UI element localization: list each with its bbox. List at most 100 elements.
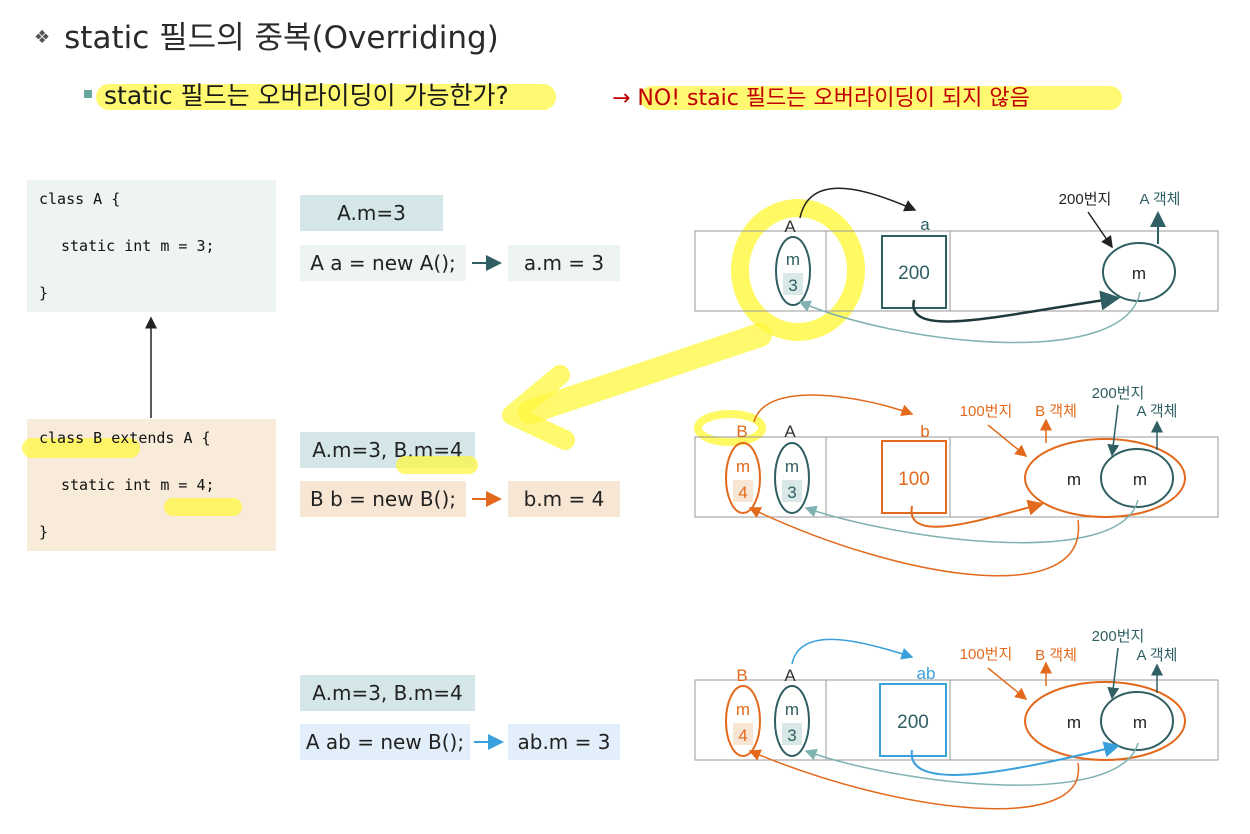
d3-val-a-bg: [782, 723, 802, 745]
d2-val-b-bg: [733, 480, 753, 502]
d3-ref-addr: 200: [897, 712, 929, 733]
code-class-a: class A { static int m = 3; }: [27, 180, 276, 312]
d3-obj-b-label: B 객체: [1035, 647, 1077, 664]
d3-arrow-ref-to-obj: [910, 741, 1120, 776]
d3-addr-a-pointer: [1107, 647, 1120, 700]
row3-result: ab.m = 3: [508, 724, 620, 760]
title-bullet: ❖: [34, 27, 51, 48]
highlight-bm4: [396, 456, 478, 474]
question-text: static 필드는 오버라이딩이 가능한가?: [104, 81, 509, 110]
d2-object-b: [1024, 438, 1186, 518]
row3-statement: A ab = new B();: [300, 724, 470, 760]
d2-arrow-to-ref: [753, 394, 914, 423]
d3-arrow-to-ref: [791, 638, 914, 665]
row3-static-values: A.m=3, B.m=4: [300, 675, 475, 711]
d2-obj-b-label: B 객체: [1035, 403, 1077, 420]
memory-bar-2: [694, 436, 1219, 518]
d1-val-a: 3: [788, 276, 797, 295]
highlight-m4: [164, 498, 242, 516]
d3-obj-a-field: m: [1133, 713, 1147, 732]
d3-val-b: 4: [738, 726, 747, 745]
d3-var-m-a: m: [785, 700, 799, 719]
d2-ref-label: b: [920, 422, 929, 441]
memory-bar-3: [694, 679, 1219, 761]
d1-arrow-ref-to-obj: [912, 290, 1121, 323]
d3-object-a: [1100, 691, 1174, 751]
d3-static-a-ellipse: [774, 685, 810, 757]
d2-obj-b-field: m: [1067, 470, 1081, 489]
d2-static-a-ellipse: [774, 442, 810, 514]
diagram-1: A m 3 a 200 200번지 A 객체 m: [694, 187, 1219, 344]
d1-addr-label: 200번지: [1059, 191, 1112, 208]
d1-label-a: A: [784, 217, 796, 236]
d2-addr-b-label: 100번지: [960, 403, 1013, 420]
d2-var-m-b: m: [736, 457, 750, 476]
row1-statement: A a = new A();: [300, 245, 466, 281]
d1-addr-pointer: [1087, 211, 1113, 249]
d1-static-a-ellipse: [775, 236, 811, 306]
highlight-answer: [640, 86, 1122, 110]
question: static 필드는 오버라이딩이 가능한가?: [84, 76, 509, 112]
d2-obj-a-label: A 객체: [1137, 403, 1178, 420]
code-a-line3: }: [39, 284, 49, 302]
d3-val-a: 3: [787, 726, 796, 745]
highlight-question: [96, 84, 556, 110]
d3-addr-b-pointer: [987, 667, 1028, 700]
code-b-line1: class B extends A {: [39, 429, 211, 447]
d2-addr-b-pointer: [987, 424, 1028, 457]
d3-addr-a-label: 200번지: [1092, 628, 1145, 645]
yellow-circle-annotation: [731, 199, 865, 341]
row1-static-values: A.m=3: [300, 195, 443, 231]
d2-var-m-a: m: [785, 457, 799, 476]
yellow-annotation-arrowhead: [502, 365, 575, 450]
d2-addr-a-pointer: [1107, 404, 1120, 457]
page-title: ❖ static 필드의 중복(Overriding): [34, 12, 499, 57]
yellow-circle-b-label: [694, 410, 766, 446]
d2-ref-addr: 100: [898, 469, 930, 490]
d1-ref-label: a: [920, 215, 930, 234]
d1-var-m: m: [786, 250, 800, 269]
d3-ref-box: [879, 683, 947, 757]
row1-result: a.m = 3: [508, 245, 620, 281]
yellow-annotation-arrow: [518, 323, 772, 424]
row2-result: b.m = 4: [508, 481, 620, 517]
d1-obj-label: A 객체: [1140, 191, 1181, 208]
d2-arrow-ref-to-obj: [910, 499, 1044, 528]
memory-bar-1: [694, 230, 1219, 312]
code-b-line2: static int m = 4;: [61, 476, 215, 494]
square-bullet-icon: [84, 90, 92, 98]
d2-label-b: B: [736, 422, 747, 441]
code-a-line1: class A {: [39, 190, 121, 208]
d3-static-b-ellipse: [725, 685, 761, 757]
d2-val-a: 3: [787, 483, 796, 502]
d3-label-a: A: [784, 666, 796, 685]
code-b-line3: }: [39, 523, 49, 541]
row2-statement: B b = new B();: [300, 481, 466, 517]
d2-arrow-obj-b-to-static: [748, 507, 1080, 577]
d3-val-b-bg: [733, 723, 753, 745]
d3-object-b: [1024, 681, 1186, 761]
d2-val-b: 4: [738, 483, 747, 502]
d2-label-a: A: [784, 422, 796, 441]
answer-text: → NO! staic 필드는 오버라이딩이 되지 않음: [612, 86, 1030, 111]
d3-var-m-b: m: [736, 700, 750, 719]
d3-obj-b-field: m: [1067, 713, 1081, 732]
d3-addr-b-label: 100번지: [960, 646, 1013, 663]
code-class-b: class B extends A { static int m = 4; }: [27, 419, 276, 551]
d2-static-b-ellipse: [725, 442, 761, 514]
diagram-2: B A m 4 m 3 b 100 100번지 B 객체 200번지 A 객체 …: [694, 385, 1219, 577]
d2-addr-a-label: 200번지: [1092, 385, 1145, 402]
title-text: static 필드의 중복(Overriding): [64, 20, 499, 56]
d3-obj-a-label: A 객체: [1137, 647, 1178, 664]
d2-arrow-obj-a-to-static: [804, 499, 1139, 544]
highlight-class-b: [22, 438, 140, 458]
d2-obj-a-field: m: [1133, 470, 1147, 489]
d1-obj-field: m: [1132, 264, 1146, 283]
diagram-3: B A m 4 m 3 ab 200 100번지 B 객체 200번지 A 객체…: [694, 628, 1219, 810]
d2-ref-box: [881, 440, 947, 514]
d1-object-a: [1102, 242, 1176, 302]
d1-val-bg: [783, 273, 803, 295]
d2-object-a: [1100, 448, 1174, 508]
d3-ref-label: ab: [917, 664, 936, 683]
